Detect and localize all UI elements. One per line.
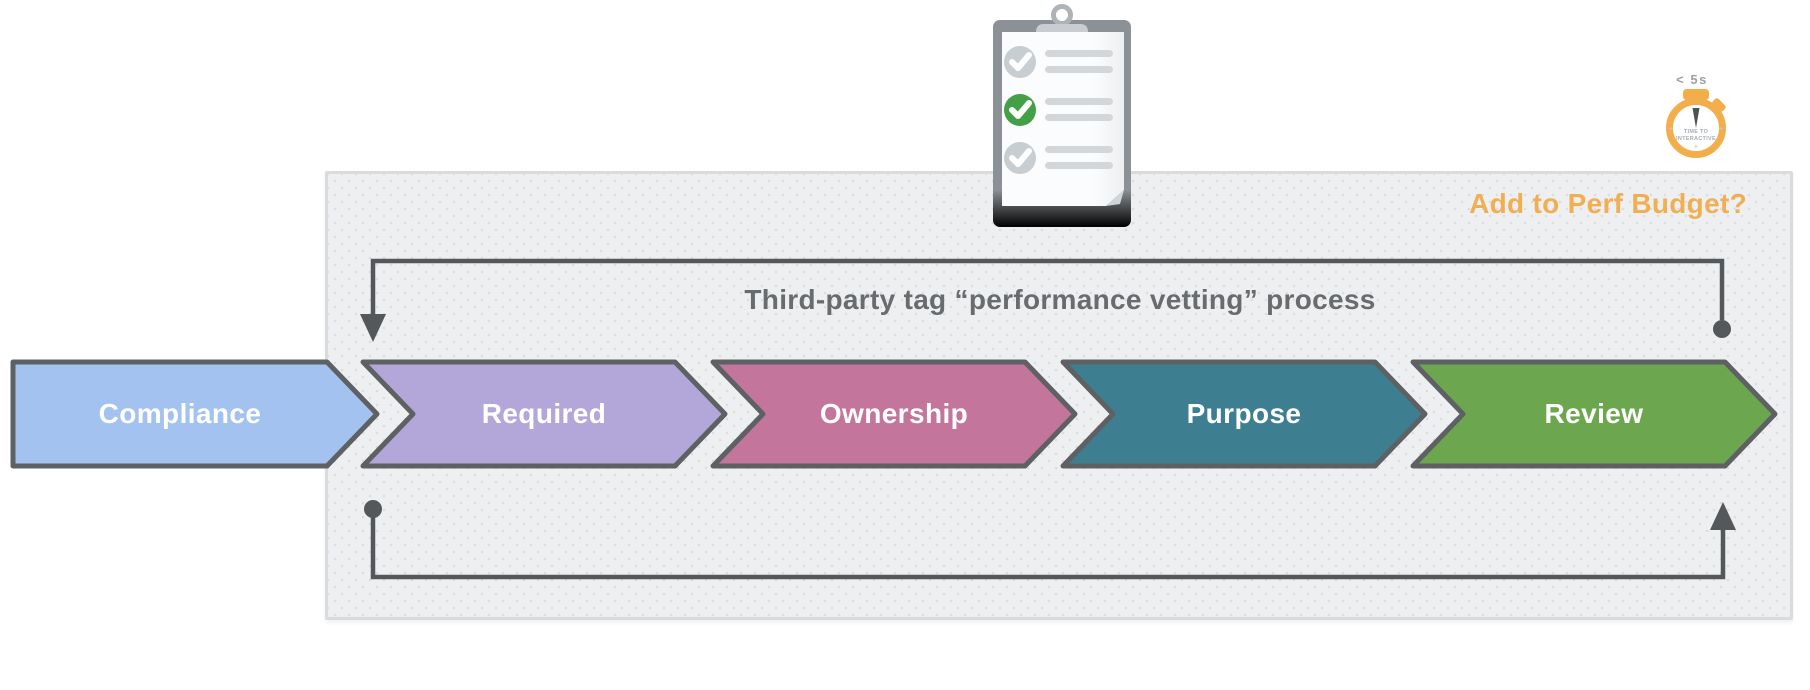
- up-arrowhead-icon: [1710, 502, 1736, 530]
- check-mark-icon: [1009, 100, 1032, 119]
- stopwatch-face-text-2: INTERACTIVE: [1676, 136, 1716, 142]
- step-shape-required: [360, 359, 728, 469]
- checklist-clipboard-icon: [993, 4, 1131, 227]
- list-line: [1045, 114, 1113, 121]
- step-shape-ownership: [710, 359, 1078, 469]
- tick-mark: +: [1719, 124, 1724, 133]
- tick-mark: +: [1694, 142, 1699, 151]
- tick-mark: +: [1669, 124, 1674, 133]
- check-mark-icon: [1009, 148, 1032, 167]
- stopwatch-side-button: [1712, 98, 1726, 112]
- step-shape-review: [1410, 359, 1778, 469]
- top-loop-connector: [370, 258, 1725, 320]
- list-line: [1045, 50, 1113, 57]
- bottom-loop-connector: [370, 517, 1726, 580]
- stopwatch-icon: + + + TIME TO INTERACTIVE: [1666, 89, 1726, 158]
- down-arrowhead-icon: [360, 314, 386, 342]
- time-badge: < 5s: [1676, 72, 1708, 87]
- list-line: [1045, 66, 1113, 73]
- stopwatch-needle: [1692, 108, 1700, 128]
- bottom-loop-start-dot: [364, 500, 382, 518]
- stopwatch-face-text-1: TIME TO: [1684, 129, 1709, 135]
- perf-budget-question: Add to Perf Budget?: [1469, 188, 1747, 219]
- clipboard-ring: [1051, 4, 1073, 26]
- list-line: [1045, 146, 1113, 153]
- diagram-title: Third-party tag “performance vetting” pr…: [744, 284, 1376, 315]
- stopwatch-pusher: [1683, 89, 1709, 100]
- step-shape-purpose: [1060, 359, 1428, 469]
- check-mark-icon: [1009, 52, 1032, 71]
- list-line: [1045, 162, 1113, 169]
- paper-fold-corner: [1106, 190, 1124, 206]
- list-line: [1045, 98, 1113, 105]
- top-loop-end-dot: [1713, 320, 1731, 338]
- step-shape-compliance: [10, 359, 380, 469]
